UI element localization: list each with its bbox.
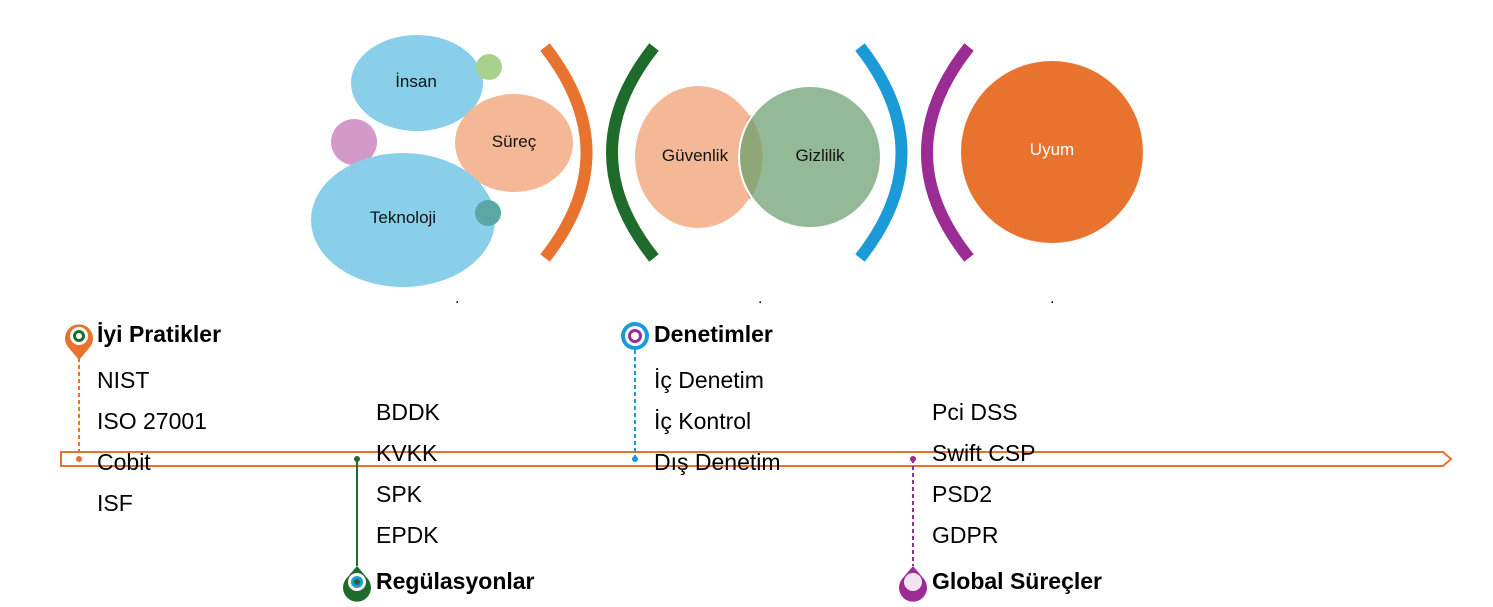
label-surec: Süreç xyxy=(491,132,537,151)
venn-gizlilik xyxy=(739,86,881,228)
target-pin-icon xyxy=(65,324,94,360)
sun-badge-icon xyxy=(621,322,649,350)
heading-global-surecler: Global Süreçler xyxy=(932,568,1103,594)
list-item: KVKK xyxy=(376,440,438,466)
connector-dot-iyi-pratikler xyxy=(76,456,82,462)
list-item: BDDK xyxy=(376,399,440,425)
list-item: İç Kontrol xyxy=(654,408,752,434)
label-teknoloji: Teknoloji xyxy=(369,208,437,227)
bubble-small-green xyxy=(476,54,502,80)
venn-outline xyxy=(738,85,882,229)
target-pin-icon xyxy=(342,566,371,602)
label-uyum: Uyum xyxy=(1029,140,1075,159)
heading-iyi-pratikler: İyi Pratikler xyxy=(97,321,222,347)
separator-dot: . xyxy=(758,290,763,307)
arc-orange xyxy=(540,43,593,262)
list-item: GDPR xyxy=(932,522,999,548)
bubble-small-pink xyxy=(331,119,377,165)
list-item: İç Denetim xyxy=(654,367,764,393)
bubble-insan xyxy=(351,35,483,131)
arc-purple xyxy=(921,43,974,262)
label-gizlilik: Gizlilik xyxy=(795,146,845,165)
arc-cyan xyxy=(855,43,908,262)
heading-denetimler: Denetimler xyxy=(654,321,773,347)
list-item: ISF xyxy=(97,490,133,516)
connector-dot-denetimler xyxy=(632,456,638,462)
separator-dot: . xyxy=(455,290,460,307)
list-item: ISO 27001 xyxy=(97,408,207,434)
list-regulasyonlar: BDDK KVKK SPK EPDK xyxy=(376,392,440,556)
connector-dot-global-surecler xyxy=(910,456,916,462)
location-pin-icon xyxy=(899,566,927,602)
venn-overlap xyxy=(740,114,763,200)
list-item: Cobit xyxy=(97,449,151,475)
label-guvenlik: Güvenlik xyxy=(661,146,729,165)
bubble-teknoloji xyxy=(311,153,495,287)
list-item: NIST xyxy=(97,367,150,393)
list-item: Swift CSP xyxy=(932,440,1036,466)
list-item: PSD2 xyxy=(932,481,993,507)
arc-dark-green xyxy=(606,43,659,262)
timeline-arrow xyxy=(60,451,1453,467)
list-iyi-pratikler: NIST ISO 27001 Cobit ISF xyxy=(97,360,207,524)
list-item: Dış Denetim xyxy=(654,449,781,475)
bubble-uyum xyxy=(961,61,1143,243)
list-item: SPK xyxy=(376,481,423,507)
venn-guvenlik xyxy=(635,86,761,228)
list-item: EPDK xyxy=(376,522,439,548)
separator-dot: . xyxy=(1050,290,1055,307)
heading-regulasyonlar: Regülasyonlar xyxy=(376,568,535,594)
list-item: Pci DSS xyxy=(932,399,1018,425)
connector-dot-regulasyonlar xyxy=(354,456,360,462)
list-denetimler: İç Denetim İç Kontrol Dış Denetim xyxy=(654,360,781,483)
label-insan: İnsan xyxy=(395,72,437,91)
bubble-surec xyxy=(455,94,573,192)
list-global-surecler: Pci DSS Swift CSP PSD2 GDPR xyxy=(932,392,1036,556)
bubble-small-teal xyxy=(475,200,501,226)
